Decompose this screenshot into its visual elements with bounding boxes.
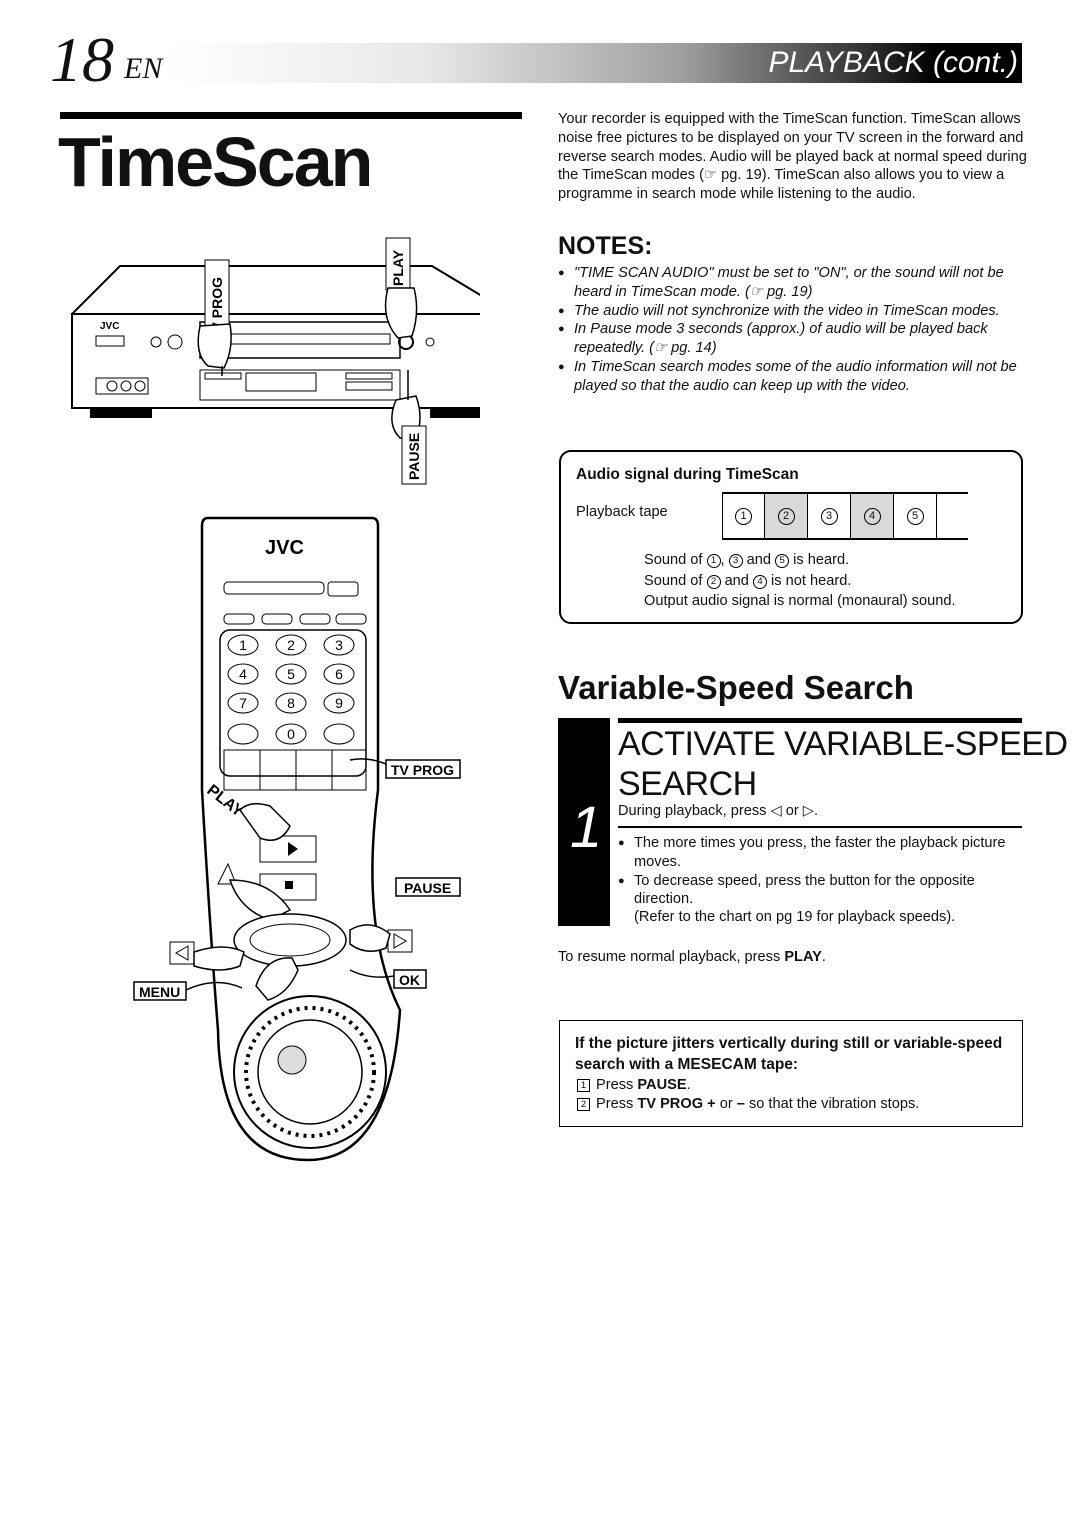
circled-number: 2 — [706, 574, 721, 589]
tape-cell: 3 — [808, 494, 851, 538]
text-span: is not heard. — [771, 572, 852, 589]
remote-brand: JVC — [265, 537, 304, 559]
key-1: 1 — [239, 637, 247, 653]
audio-line-not-heard: Sound of 2 and 4 is not heard. — [644, 571, 956, 592]
mesecam-box: If the picture jitters vertically during… — [559, 1020, 1023, 1127]
key-8: 8 — [287, 695, 295, 711]
pause-label-vertical: PAUSE — [406, 433, 422, 480]
audio-signal-box: Audio signal during TimeScan Playback ta… — [559, 450, 1023, 624]
tape-cell-number: 2 — [777, 507, 795, 525]
key-name: PLAY — [784, 949, 822, 965]
section-title: Variable-Speed Search — [558, 669, 914, 706]
text-span: Press — [596, 1096, 634, 1112]
text-span: or — [719, 1096, 733, 1112]
tape-cell: 5 — [894, 494, 937, 538]
tv-prog-label: TV PROG — [391, 762, 454, 778]
audio-box-title: Audio signal during TimeScan — [576, 466, 799, 483]
note-item: The audio will not synchronize with the … — [558, 302, 1028, 321]
circled-number: 4 — [752, 574, 767, 589]
audio-line-heard: Sound of 1, 3 and 5 is heard. — [644, 552, 850, 568]
step-number-block: 1 — [558, 718, 610, 926]
audio-line-output: Output audio signal is normal (monaural)… — [644, 593, 956, 609]
key-4: 4 — [239, 666, 247, 682]
mesecam-title: If the picture jitters vertically during… — [575, 1035, 1003, 1073]
ok-label: OK — [399, 972, 420, 988]
tape-cell: 4 — [851, 494, 894, 538]
step-square-number: 2 — [577, 1098, 590, 1111]
vcr-brand: JVC — [100, 321, 119, 332]
pause-label: PAUSE — [404, 880, 451, 896]
menu-label: MENU — [139, 984, 180, 1000]
key-name: TV PROG + — [637, 1096, 716, 1112]
page-language: EN — [124, 52, 163, 85]
note-item: In TimeScan search modes some of the aud… — [558, 358, 1028, 396]
notes-title: NOTES: — [558, 232, 653, 260]
tape-cell: 1 — [722, 494, 765, 538]
circled-number: 5 — [775, 554, 790, 568]
key-9: 9 — [335, 695, 343, 711]
step-reference: (Refer to the chart on pg 19 for playbac… — [634, 909, 956, 925]
key-name: – — [736, 1096, 745, 1112]
key-0: 0 — [287, 726, 295, 742]
text-span: and — [746, 552, 772, 568]
page-title: TimeScan — [58, 123, 373, 201]
key-6: 6 — [335, 666, 343, 682]
key-7: 7 — [239, 695, 247, 711]
key-5: 5 — [287, 666, 295, 682]
tape-cell-number: 5 — [906, 507, 924, 525]
key-name: PAUSE — [637, 1077, 687, 1093]
text-span: and — [724, 572, 749, 589]
tape-cell-number: 4 — [863, 507, 881, 525]
step-rule — [618, 718, 1022, 723]
page-number: 18 — [50, 24, 114, 95]
step-divider — [618, 826, 1022, 828]
text-span: so that the vibration stops. — [748, 1096, 920, 1112]
step-square-number: 1 — [577, 1079, 590, 1092]
step-instruction: During playback, press ◁ or ▷. — [618, 803, 819, 819]
step-bullet: To decrease speed, press the button for … — [618, 872, 1022, 910]
tape-cell: 2 — [765, 494, 808, 538]
text-span: Sound of — [644, 572, 703, 589]
vcr-illustration: JVC TV PROG PLAY PAUSE — [71, 237, 480, 485]
title-rule — [60, 112, 522, 119]
step-title-line: ACTIVATE VARIABLE-SPEED — [618, 725, 1068, 763]
text-span: Sound of — [644, 552, 703, 568]
circled-number: 3 — [728, 554, 743, 568]
text-span: is heard. — [793, 552, 850, 568]
section-header: PLAYBACK (cont.) — [768, 46, 1018, 79]
remote-illustration: JVC 1 2 3 4 5 6 7 8 9 0 — [133, 516, 461, 1162]
text-span: . — [686, 1077, 691, 1093]
text-span: . — [821, 949, 826, 965]
step-bullets: The more times you press, the faster the… — [618, 834, 1022, 909]
audio-explanation: Sound of 1, 3 and 5 is heard. Sound of 2… — [644, 550, 956, 612]
header-bar — [168, 43, 1022, 83]
text-span: To resume normal playback, press — [558, 949, 781, 965]
key-3: 3 — [335, 637, 343, 653]
mesecam-step: 1 Press PAUSE. — [577, 1076, 919, 1095]
step-number: 1 — [570, 795, 603, 860]
play-label-vertical: PLAY — [390, 249, 406, 286]
tape-cell-number: 3 — [820, 507, 838, 525]
resume-instruction: To resume normal playback, press PLAY. — [558, 948, 826, 966]
notes-list: "TIME SCAN AUDIO" must be set to "ON", o… — [558, 264, 1028, 396]
step-bullet: The more times you press, the faster the… — [618, 834, 1022, 872]
intro-text: Your recorder is equipped with the TimeS… — [558, 111, 1027, 203]
tape-cell-number: 1 — [735, 507, 752, 525]
text-span: Press — [596, 1077, 634, 1093]
tape-label: Playback tape — [576, 504, 668, 520]
vcr-remote-illustration: JVC TV PROG PLAY PAUSE JVC — [71, 237, 480, 1162]
note-item: "TIME SCAN AUDIO" must be set to "ON", o… — [558, 264, 1028, 302]
tape-diagram: 1 2 3 4 5 — [722, 492, 968, 540]
mesecam-step: 2 Press TV PROG + or – so that the vibrat… — [577, 1095, 919, 1114]
circled-number: 1 — [706, 554, 721, 568]
step-title: ACTIVATE VARIABLE-SPEED SEARCH — [618, 724, 1068, 804]
note-item: In Pause mode 3 seconds (approx.) of aud… — [558, 320, 1028, 358]
key-2: 2 — [287, 637, 295, 653]
step-title-line: SEARCH — [618, 765, 757, 803]
